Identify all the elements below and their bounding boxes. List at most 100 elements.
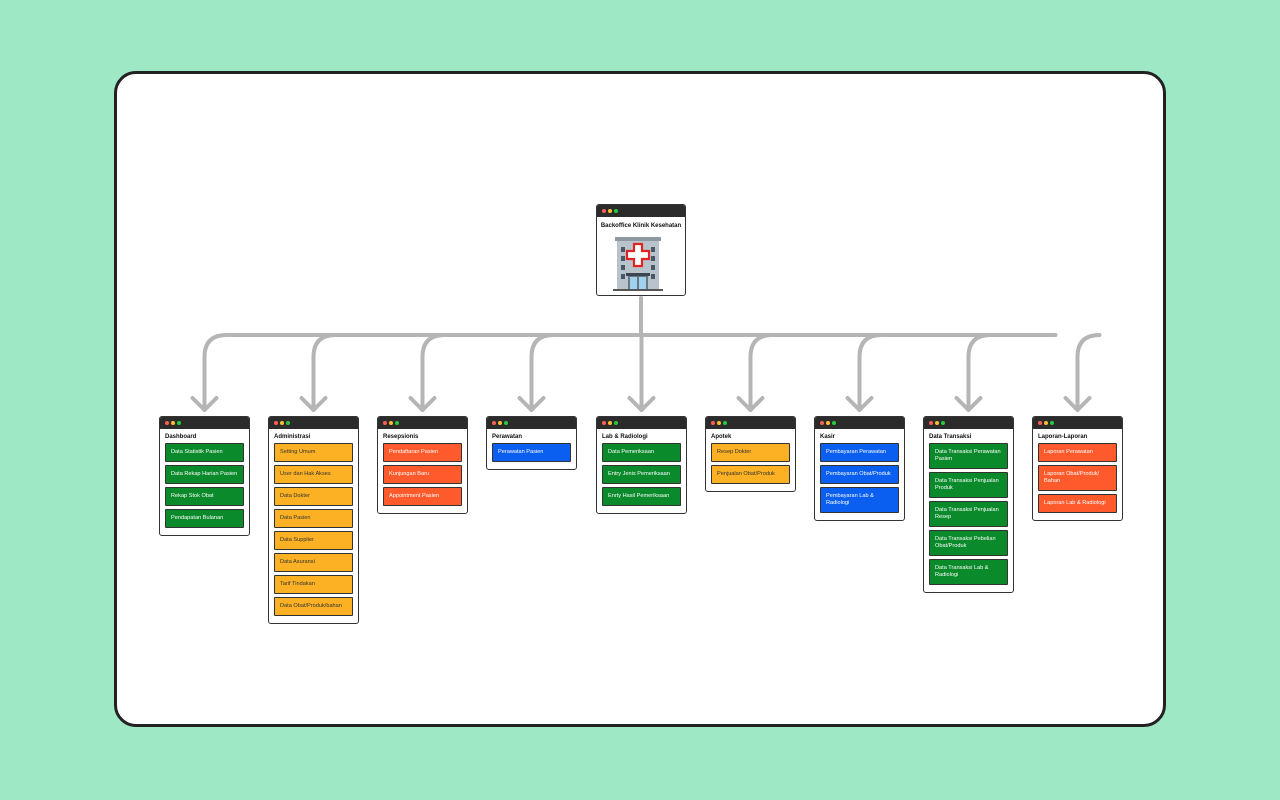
module-item[interactable]: Data Obat/Produk/bahan <box>274 597 353 616</box>
module-item[interactable]: Data Pemeriksaan <box>602 443 681 462</box>
maximize-dot-icon <box>177 421 181 425</box>
minimize-dot-icon <box>1044 421 1048 425</box>
maximize-dot-icon <box>832 421 836 425</box>
maximize-dot-icon <box>395 421 399 425</box>
arrow-head-icon <box>627 396 656 412</box>
module-item[interactable]: User dan Hak Akses <box>274 465 353 484</box>
window-titlebar <box>487 417 576 429</box>
close-dot-icon <box>602 209 606 213</box>
close-dot-icon <box>383 421 387 425</box>
close-dot-icon <box>602 421 606 425</box>
module-item[interactable]: Data Transaksi Penjualan Resep <box>929 501 1008 527</box>
module-item[interactable]: Pendapatan Bulanan <box>165 509 244 528</box>
branch-line <box>857 333 884 412</box>
close-dot-icon <box>1038 421 1042 425</box>
window-titlebar <box>160 417 249 429</box>
arrow-head-icon <box>845 396 874 412</box>
module-title: Dashboard <box>165 434 197 440</box>
arrow-head-icon <box>190 396 219 412</box>
close-dot-icon <box>929 421 933 425</box>
module-item[interactable]: Pembayaran Lab & Radiologi <box>820 487 899 513</box>
module-item[interactable]: Data Transaksi Lab & Radiologi <box>929 559 1008 585</box>
branch-line <box>202 333 229 412</box>
maximize-dot-icon <box>614 209 618 213</box>
module-item[interactable]: Data Rekap Harian Pasien <box>165 465 244 484</box>
arrow-head-icon <box>299 396 328 412</box>
module-item[interactable]: Data Transaksi Penjualan Produk <box>929 472 1008 498</box>
module-item[interactable]: Appointment Pasien <box>383 487 462 506</box>
module-item[interactable]: Kunjungan Baru <box>383 465 462 484</box>
module-item[interactable]: Rekap Stok Obat <box>165 487 244 506</box>
module-item[interactable]: Tarif Tindakan <box>274 575 353 594</box>
module-item[interactable]: Penjualan Obat/Produk <box>711 465 790 484</box>
module-item[interactable]: Laporan Obat/Produk/ Bahan <box>1038 465 1117 491</box>
module-title: Lab & Radiologi <box>602 434 648 440</box>
module-title: Data Transaksi <box>929 434 972 440</box>
module-item[interactable]: Data Transaksi Pebelian Obat/Produk <box>929 530 1008 556</box>
close-dot-icon <box>492 421 496 425</box>
module-item[interactable]: Pembayaran Perawatan <box>820 443 899 462</box>
arrow-head-icon <box>408 396 437 412</box>
module-item[interactable]: Data Statistik Pasien <box>165 443 244 462</box>
window-titlebar <box>269 417 358 429</box>
window-titlebar <box>924 417 1013 429</box>
module-item[interactable]: Laporan Perawatan <box>1038 443 1117 462</box>
close-dot-icon <box>274 421 278 425</box>
root-title: Backoffice Klinik Kesehatan <box>600 223 682 229</box>
module-title: Resepsionis <box>383 434 419 440</box>
module-item[interactable]: Entry Jenis Pemeriksaan <box>602 465 681 484</box>
close-dot-icon <box>820 421 824 425</box>
branch-line <box>529 333 556 412</box>
module-item[interactable]: Perawatan Pasien <box>492 443 571 462</box>
module-item[interactable]: Setting Umum <box>274 443 353 462</box>
module-item[interactable]: Data Transaksi Perawatan Pasien <box>929 443 1008 469</box>
maximize-dot-icon <box>1050 421 1054 425</box>
maximize-dot-icon <box>723 421 727 425</box>
branch-line <box>966 333 993 412</box>
maximize-dot-icon <box>614 421 618 425</box>
arrow-head-icon <box>517 396 546 412</box>
module-item[interactable]: Enrty Hasil Pemeriksaan <box>602 487 681 506</box>
module-item[interactable]: Resep Dokter <box>711 443 790 462</box>
window-titlebar <box>815 417 904 429</box>
arrow-head-icon <box>1063 396 1092 412</box>
window-titlebar <box>1033 417 1122 429</box>
module-item[interactable]: Pendaftaran Pasien <box>383 443 462 462</box>
maximize-dot-icon <box>286 421 290 425</box>
module-item[interactable]: Data Supplier <box>274 531 353 550</box>
close-dot-icon <box>165 421 169 425</box>
module-item[interactable]: Data Pasien <box>274 509 353 528</box>
minimize-dot-icon <box>608 209 612 213</box>
module-title: Kasir <box>820 434 836 440</box>
window-titlebar <box>597 205 685 217</box>
branch-line <box>748 333 775 412</box>
module-item[interactable]: Data Dokter <box>274 487 353 506</box>
module-item[interactable]: Laporan Lab & Radiologi <box>1038 494 1117 513</box>
minimize-dot-icon <box>280 421 284 425</box>
module-item[interactable]: Pembayaran Obat/Produk <box>820 465 899 484</box>
branch-line <box>1075 333 1102 412</box>
minimize-dot-icon <box>171 421 175 425</box>
module-title: Apotek <box>711 434 732 440</box>
hospital-icon <box>613 237 663 291</box>
module-item[interactable]: Data Asuransi <box>274 553 353 572</box>
minimize-dot-icon <box>935 421 939 425</box>
maximize-dot-icon <box>504 421 508 425</box>
arrow-head-icon <box>736 396 765 412</box>
minimize-dot-icon <box>389 421 393 425</box>
